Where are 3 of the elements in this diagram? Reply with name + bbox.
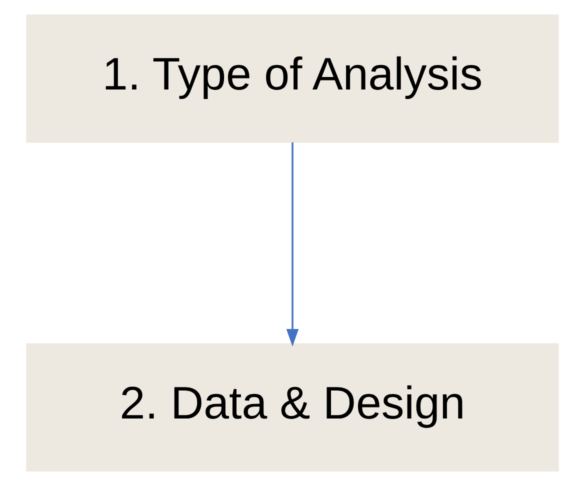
node-box: 2. Data & Design xyxy=(26,343,558,472)
arrow xyxy=(286,142,298,347)
node-box: 1. Type of Analysis xyxy=(26,14,558,143)
